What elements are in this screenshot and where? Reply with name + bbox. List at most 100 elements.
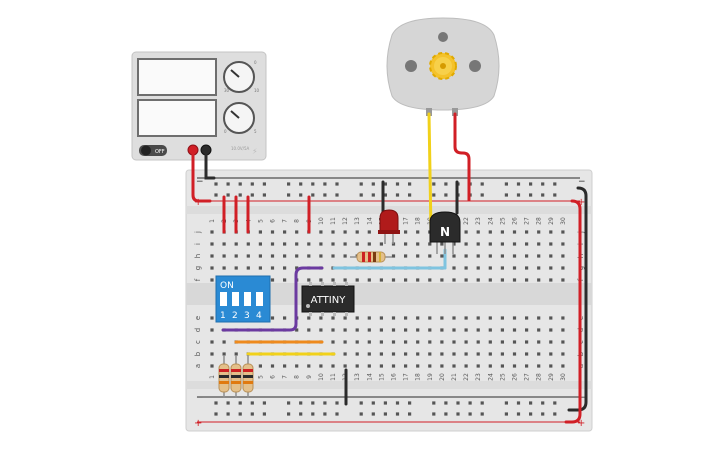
hole-a7[interactable] bbox=[283, 364, 287, 368]
hole-a1[interactable] bbox=[210, 364, 214, 368]
rail-hole-3-23[interactable] bbox=[480, 412, 484, 416]
rail-hole-2-28[interactable] bbox=[541, 401, 545, 405]
pull-down-resistors[interactable] bbox=[218, 355, 254, 398]
hole-f18[interactable] bbox=[416, 278, 420, 282]
hole-j10[interactable] bbox=[319, 230, 323, 234]
rail-hole-3-3[interactable] bbox=[238, 412, 242, 416]
hole-i3[interactable] bbox=[234, 242, 238, 246]
hole-g26[interactable] bbox=[512, 266, 517, 270]
hole-i29[interactable] bbox=[549, 242, 553, 246]
hole-b21[interactable] bbox=[452, 352, 456, 356]
rail-hole-0-14[interactable] bbox=[371, 182, 375, 186]
hole-h12[interactable] bbox=[343, 254, 347, 258]
hole-b30[interactable] bbox=[561, 352, 565, 356]
hole-g6[interactable] bbox=[270, 266, 275, 270]
hole-g25[interactable] bbox=[500, 266, 504, 270]
npn-transistor[interactable]: N bbox=[429, 211, 461, 254]
rail-hole-3-25[interactable] bbox=[504, 412, 508, 416]
hole-f26[interactable] bbox=[512, 278, 517, 282]
dip-switch-toggle-3[interactable] bbox=[244, 292, 251, 306]
rail-hole-3-14[interactable] bbox=[371, 412, 375, 416]
rail-hole-1-11[interactable] bbox=[335, 193, 339, 197]
hole-i11[interactable] bbox=[331, 242, 335, 246]
rail-hole-1-28[interactable] bbox=[541, 193, 545, 197]
hole-e9[interactable] bbox=[307, 316, 311, 320]
hole-a16[interactable] bbox=[391, 364, 396, 368]
hole-c17[interactable] bbox=[404, 340, 408, 344]
hole-j23[interactable] bbox=[476, 230, 480, 234]
hole-e20[interactable] bbox=[440, 316, 444, 320]
hole-h22[interactable] bbox=[464, 254, 468, 258]
hole-e1[interactable] bbox=[210, 316, 214, 320]
hole-i2[interactable] bbox=[222, 242, 226, 246]
hole-i4[interactable] bbox=[246, 242, 250, 246]
hole-h3[interactable] bbox=[234, 254, 238, 258]
hole-b12[interactable] bbox=[343, 352, 347, 356]
hole-a11[interactable] bbox=[331, 364, 335, 368]
hole-e16[interactable] bbox=[391, 316, 396, 320]
hole-j14[interactable] bbox=[367, 230, 371, 234]
rail-hole-0-8[interactable] bbox=[299, 182, 303, 186]
rail-hole-0-23[interactable] bbox=[480, 182, 484, 186]
hole-c16[interactable] bbox=[391, 340, 396, 344]
rail-hole-0-27[interactable] bbox=[529, 182, 533, 186]
rail-hole-2-11[interactable] bbox=[335, 401, 339, 405]
hole-a19[interactable] bbox=[428, 364, 432, 368]
hole-e30[interactable] bbox=[561, 316, 565, 320]
hole-f24[interactable] bbox=[488, 278, 492, 282]
hole-c26[interactable] bbox=[512, 340, 517, 344]
rail-hole-2-15[interactable] bbox=[383, 401, 387, 405]
rail-hole-0-1[interactable] bbox=[214, 182, 218, 186]
rail-hole-3-22[interactable] bbox=[468, 412, 472, 416]
hole-c15[interactable] bbox=[379, 340, 383, 344]
rail-hole-0-9[interactable] bbox=[311, 182, 315, 186]
rail-hole-1-4[interactable] bbox=[250, 193, 254, 197]
rail-hole-3-7[interactable] bbox=[287, 412, 291, 416]
rail-hole-1-5[interactable] bbox=[262, 193, 266, 197]
hole-c20[interactable] bbox=[440, 340, 444, 344]
hole-a13[interactable] bbox=[355, 364, 359, 368]
hole-d20[interactable] bbox=[440, 328, 444, 332]
hole-i27[interactable] bbox=[525, 242, 529, 246]
hole-j18[interactable] bbox=[416, 230, 420, 234]
hole-f19[interactable] bbox=[428, 278, 432, 282]
hole-b18[interactable] bbox=[416, 352, 420, 356]
hole-f30[interactable] bbox=[561, 278, 565, 282]
rail-hole-1-17[interactable] bbox=[408, 193, 412, 197]
rail-hole-0-26[interactable] bbox=[516, 182, 521, 186]
hole-a15[interactable] bbox=[379, 364, 383, 368]
hole-h23[interactable] bbox=[476, 254, 480, 258]
hole-i8[interactable] bbox=[295, 242, 299, 246]
hole-h11[interactable] bbox=[331, 254, 335, 258]
hole-h25[interactable] bbox=[500, 254, 504, 258]
resistor-vertical-2[interactable] bbox=[230, 355, 242, 398]
hole-c29[interactable] bbox=[549, 340, 553, 344]
wire-red-motor[interactable] bbox=[453, 112, 471, 202]
rail-hole-1-7[interactable] bbox=[287, 193, 291, 197]
rail-hole-2-5[interactable] bbox=[262, 401, 266, 405]
hole-d30[interactable] bbox=[561, 328, 565, 332]
hole-i13[interactable] bbox=[355, 242, 359, 246]
rail-hole-2-19[interactable] bbox=[432, 401, 436, 405]
hole-g8[interactable] bbox=[295, 266, 299, 270]
hole-c2[interactable] bbox=[222, 340, 226, 344]
hole-b23[interactable] bbox=[476, 352, 480, 356]
resistor-horizontal[interactable] bbox=[350, 251, 392, 263]
rail-hole-3-1[interactable] bbox=[214, 412, 218, 416]
hole-f23[interactable] bbox=[476, 278, 480, 282]
hole-h21[interactable] bbox=[452, 254, 456, 258]
hole-e12[interactable] bbox=[343, 316, 347, 320]
hole-f27[interactable] bbox=[525, 278, 529, 282]
hole-g24[interactable] bbox=[488, 266, 492, 270]
red-led[interactable] bbox=[378, 209, 400, 244]
rail-hole-1-10[interactable] bbox=[323, 193, 327, 197]
hole-d9[interactable] bbox=[307, 328, 311, 332]
hole-f13[interactable] bbox=[355, 278, 359, 282]
hole-e22[interactable] bbox=[464, 316, 468, 320]
hole-i19[interactable] bbox=[428, 242, 432, 246]
hole-i1[interactable] bbox=[210, 242, 214, 246]
hole-b13[interactable] bbox=[355, 352, 359, 356]
hole-d27[interactable] bbox=[525, 328, 529, 332]
rail-hole-1-16[interactable] bbox=[395, 193, 400, 197]
hole-a30[interactable] bbox=[561, 364, 565, 368]
